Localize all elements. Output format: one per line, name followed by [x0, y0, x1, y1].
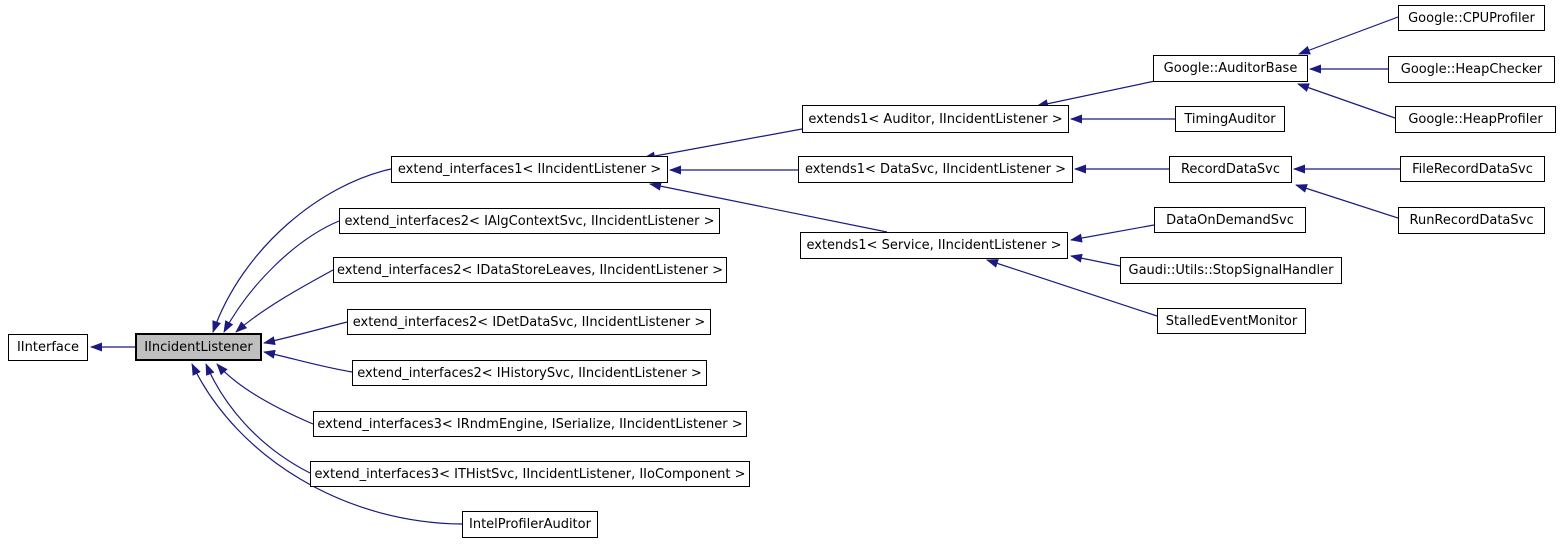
node-google-heapchecker[interactable]: Google::HeapChecker — [1388, 56, 1555, 83]
edge-extend-interfaces2-idetdatasvc-to-iincidentlistener — [263, 321, 348, 346]
node-extend-interfaces2-ialgcontextsvc[interactable]: extend_interfaces2< IAlgContextSvc, IInc… — [339, 208, 720, 234]
edge-heapprofiler-to-auditorbase — [1297, 83, 1396, 119]
node-timingauditor[interactable]: TimingAuditor — [1175, 106, 1285, 132]
node-extend-interfaces2-idatastoreleaves[interactable]: extend_interfaces2< IDataStoreLeaves, II… — [333, 257, 727, 283]
node-gaudi-utils-stopsignalhandler[interactable]: Gaudi::Utils::StopSignalHandler — [1120, 257, 1342, 284]
node-iincidentlistener: IIncidentListener — [135, 333, 262, 361]
node-stalledeventmonitor[interactable]: StalledEventMonitor — [1157, 308, 1306, 334]
node-filerecorddatasvc[interactable]: FileRecordDataSvc — [1400, 156, 1545, 182]
node-intelprofilerauditor[interactable]: IntelProfilerAuditor — [462, 511, 598, 538]
node-google-heapprofiler[interactable]: Google::HeapProfiler — [1395, 106, 1556, 133]
edge-dataondemandsvc-to-extends1-service — [1070, 224, 1155, 243]
node-google-auditorbase[interactable]: Google::AuditorBase — [1153, 55, 1308, 82]
node-extend-interfaces3-ithistsvc[interactable]: extend_interfaces3< ITHistSvc, IIncident… — [310, 461, 750, 487]
node-extend-interfaces1[interactable]: extend_interfaces1< IIncidentListener > — [391, 156, 668, 183]
edge-cpuprofiler-to-auditorbase — [1298, 16, 1399, 55]
edge-extend-interfaces1-to-iincidentlistener — [212, 168, 392, 333]
edge-extends1-auditor-to-extend-interfaces1 — [643, 128, 803, 161]
edge-stopsignalhandler-to-extends1-service — [1070, 253, 1121, 267]
edge-intelprofilerauditor-to-iincidentlistener — [191, 363, 463, 525]
node-extend-interfaces3-irndmengine[interactable]: extend_interfaces3< IRndmEngine, ISerial… — [313, 411, 747, 437]
edge-runrecorddatasvc-to-recorddatasvc — [1295, 184, 1399, 219]
node-recorddatasvc[interactable]: RecordDataSvc — [1169, 156, 1292, 183]
node-extends1-service[interactable]: extends1< Service, IIncidentListener > — [800, 232, 1068, 259]
node-extend-interfaces2-idetdatasvc[interactable]: extend_interfaces2< IDetDataSvc, IIncide… — [347, 309, 711, 335]
node-extends1-datasvc[interactable]: extends1< DataSvc, IIncidentListener > — [798, 156, 1073, 183]
edge-auditorbase-to-extends1-auditor — [1036, 80, 1156, 109]
edge-extend-interfaces3-irndmengine-to-iincidentlistener — [216, 363, 314, 425]
edge-extend-interfaces3-ithistsvc-to-iincidentlistener — [205, 363, 311, 474]
node-dataondemandsvc[interactable]: DataOnDemandSvc — [1154, 207, 1306, 233]
node-extends1-auditor[interactable]: extends1< Auditor, IIncidentListener > — [802, 105, 1069, 133]
node-google-cpuprofiler[interactable]: Google::CPUProfiler — [1398, 5, 1545, 31]
edge-extend-interfaces2-ialgcontextsvc-to-iincidentlistener — [223, 220, 340, 333]
edge-extend-interfaces2-ihistorysvc-to-iincidentlistener — [263, 349, 353, 373]
node-runrecorddatasvc[interactable]: RunRecordDataSvc — [1398, 207, 1545, 234]
edge-extend-interfaces2-idatastoreleaves-to-iincidentlistener — [235, 269, 334, 333]
node-extend-interfaces2-ihistorysvc[interactable]: extend_interfaces2< IHistorySvc, IIncide… — [352, 360, 707, 386]
node-iinterface[interactable]: IInterface — [8, 334, 88, 361]
